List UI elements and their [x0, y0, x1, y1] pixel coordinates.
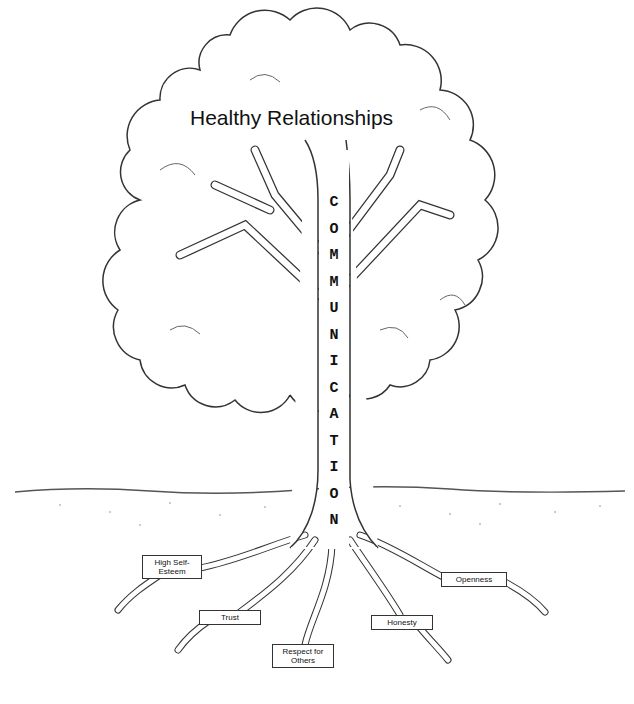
root-label-box: Honesty — [371, 615, 433, 630]
root-label-text: Respect for Others — [276, 647, 330, 665]
root-label-text: Openness — [445, 575, 503, 584]
tree-trunk — [290, 140, 378, 548]
root-label-text: Trust — [203, 613, 257, 622]
root-label-text: High Self-Esteem — [146, 558, 198, 576]
tree-title: Healthy Relationships — [190, 106, 393, 130]
trunk-label: COMMUNICATION — [327, 190, 342, 535]
root-label-box: Openness — [441, 572, 507, 587]
roots-outline — [118, 535, 545, 660]
root-label-box: High Self-Esteem — [142, 555, 202, 579]
root-label-text: Honesty — [375, 618, 429, 627]
root-label-box: Respect for Others — [272, 644, 334, 668]
root-label-box: Trust — [199, 610, 261, 625]
